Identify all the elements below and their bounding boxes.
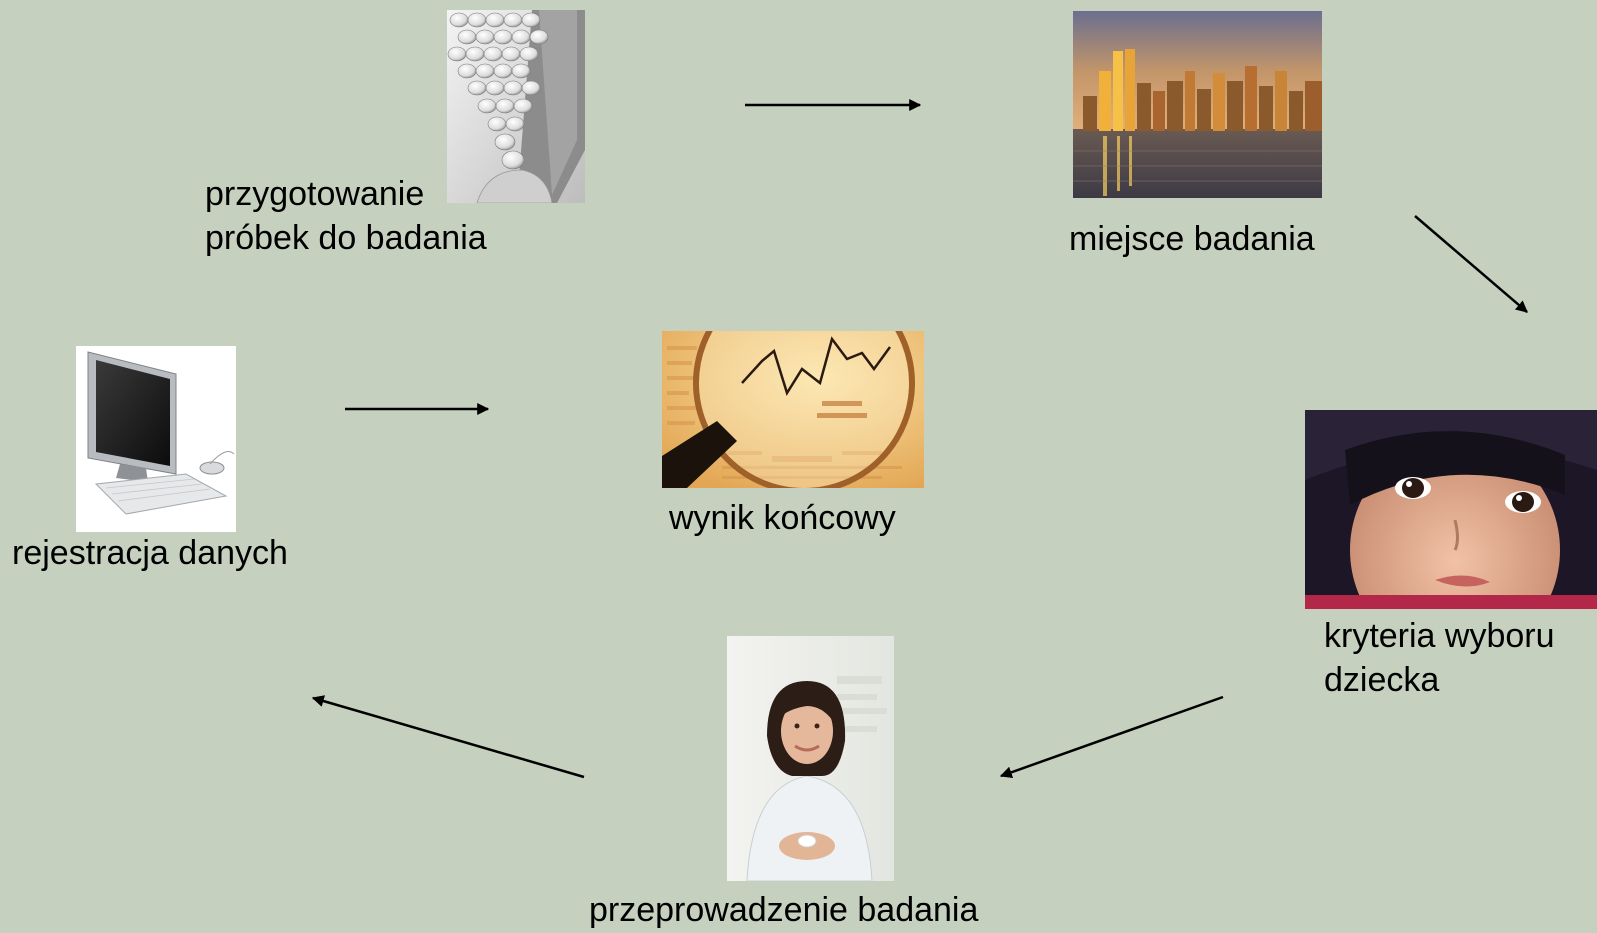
city-skyline-icon <box>1073 11 1322 198</box>
sample-prep-label-line2: próbek do badania <box>205 219 487 257</box>
child-portrait-icon <box>1305 410 1597 609</box>
conduct-study-label: przeprowadzenie badania <box>589 891 979 929</box>
doctor-portrait-icon <box>727 636 894 881</box>
pills-image <box>447 10 585 203</box>
arrow-conduct-to-registration <box>311 695 585 779</box>
magnifier-chart-icon <box>662 331 924 488</box>
doctor-portrait-image <box>727 636 894 881</box>
computer-icon <box>76 346 236 532</box>
arrow-criteria-to-conduct <box>999 695 1224 779</box>
criteria-label-line2: dziecka <box>1324 661 1440 699</box>
child-portrait-image <box>1305 410 1597 609</box>
criteria-label-line1: kryteria wyboru <box>1324 617 1555 655</box>
data-registration-label: rejestracja danych <box>12 534 288 572</box>
magnifier-chart-image <box>662 331 924 488</box>
arrow-study-site-to-criteria <box>1414 215 1528 313</box>
pills-icon <box>447 10 585 203</box>
city-skyline-image <box>1073 11 1322 198</box>
final-result-label: wynik końcowy <box>669 499 896 537</box>
study-site-label: miejsce badania <box>1069 220 1315 258</box>
computer-image <box>76 346 236 532</box>
sample-prep-label-line1: przygotowanie <box>205 175 425 213</box>
